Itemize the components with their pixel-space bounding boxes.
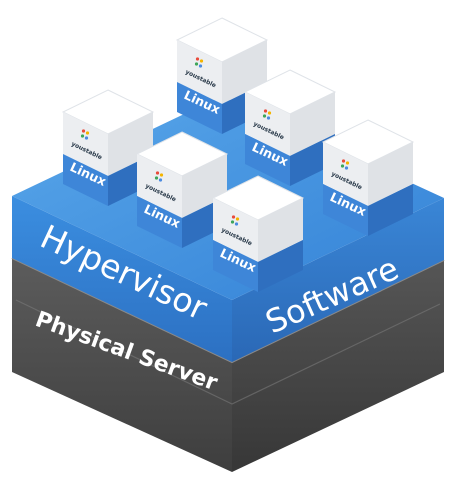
logo-mark-icon [262, 114, 267, 118]
logo-mark-icon [158, 178, 163, 182]
vm-band-left [63, 154, 108, 206]
vm-band-right [258, 240, 303, 292]
logo-mark-icon [85, 131, 90, 135]
server-left-face [12, 258, 232, 472]
logo-mark-icon [341, 159, 346, 163]
logo-mark-icon [263, 109, 268, 113]
vm-band-left [137, 196, 182, 248]
vm-band-left [245, 134, 290, 186]
hypervisor-left-face [12, 196, 232, 362]
vm-cubes: youstableLinuxyoustableLinuxyoustableLin… [61, 17, 415, 292]
logo-mark-icon [80, 134, 85, 138]
vm-band-left [177, 82, 222, 134]
vm-right-face [222, 40, 267, 104]
vm-band-left [323, 184, 368, 236]
logo-mark-icon [198, 64, 203, 68]
logo-mark-icon [84, 136, 89, 140]
vm-right-face [182, 154, 227, 218]
logo-mark-icon [159, 173, 164, 177]
vm-right-face [258, 198, 303, 262]
vm-left-face [245, 92, 290, 156]
vm-left-face [213, 198, 258, 262]
logo-mark-icon [267, 111, 272, 115]
vm-left-face [177, 40, 222, 104]
vm-band-left [213, 240, 258, 292]
vm-right-face [368, 142, 413, 206]
vm-left-face [137, 154, 182, 218]
vm-right-face [108, 112, 153, 176]
logo-mark-icon [155, 171, 160, 175]
vm-left-face [63, 112, 108, 176]
logo-mark-icon [235, 217, 240, 221]
logo-mark-icon [194, 62, 199, 66]
logo-mark-icon [230, 220, 235, 224]
logo-mark-icon [154, 176, 159, 180]
hypervisor-right-face [232, 198, 444, 362]
vm-band-right [368, 184, 413, 236]
logo-mark-icon [345, 161, 350, 165]
logo-mark-icon [199, 59, 204, 63]
vm-left-face [323, 142, 368, 206]
logo-mark-icon [231, 215, 236, 219]
logo-mark-icon [266, 116, 271, 120]
logo-mark-icon [195, 57, 200, 61]
logo-mark-icon [81, 129, 86, 133]
vm-right-face [290, 92, 335, 156]
logo-mark-icon [340, 164, 345, 168]
server-right-face [232, 260, 444, 472]
logo-mark-icon [344, 166, 349, 170]
logo-mark-icon [234, 222, 239, 226]
server-highlight-strip [15, 299, 441, 405]
